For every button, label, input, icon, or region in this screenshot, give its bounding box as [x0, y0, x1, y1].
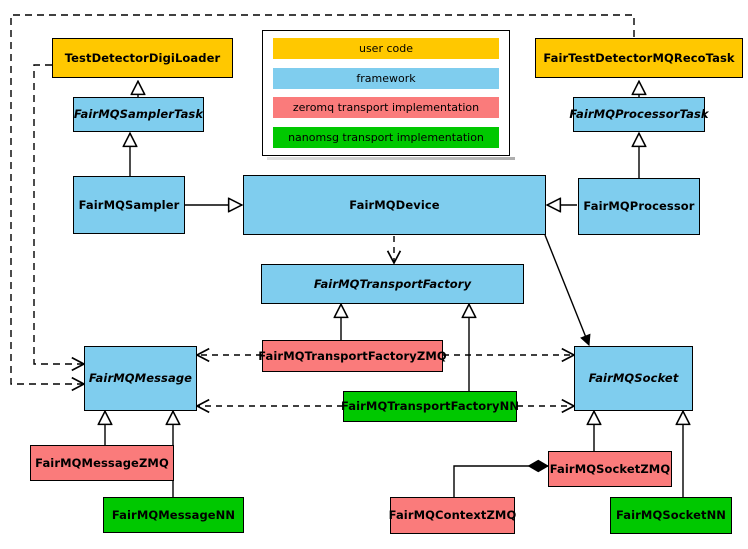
legend-item-nanomsg: nanomsg transport implementation — [273, 126, 499, 148]
class-label-fair-mq-sampler: FairMQSampler — [78, 197, 180, 212]
class-box-fair-mq-transport-factory-zmq[interactable]: FairMQTransportFactoryZMQ — [258, 340, 447, 372]
class-label-fair-mq-transport-factory: FairMQTransportFactory — [313, 276, 472, 291]
class-box-fair-mq-transport-factory[interactable]: FairMQTransportFactory — [261, 264, 524, 304]
class-box-fair-mq-sampler[interactable]: FairMQSampler — [73, 176, 185, 234]
class-label-fair-mq-sampler-task: FairMQSamplerTask — [73, 107, 204, 122]
class-label-fair-mq-device: FairMQDevice — [349, 197, 440, 212]
class-box-fair-mq-sampler-task[interactable]: FairMQSamplerTask — [73, 97, 204, 132]
legend-label-user-code: user code — [358, 42, 414, 55]
class-box-fair-mq-socket[interactable]: FairMQSocket — [574, 346, 693, 411]
class-label-fair-mq-processor-task: FairMQProcessorTask — [569, 107, 709, 122]
class-label-fair-mq-socket-nn: FairMQSocketNN — [615, 508, 727, 523]
class-box-fair-mq-device[interactable]: FairMQDevice — [243, 175, 546, 235]
class-label-fair-mq-context-zmq: FairMQContextZMQ — [388, 508, 517, 523]
class-label-fair-test-detector-mq-reco-task: FairTestDetectorMQRecoTask — [543, 50, 735, 65]
class-label-fair-mq-message-nn: FairMQMessageNN — [111, 507, 236, 522]
legend-label-framework: framework — [356, 71, 416, 85]
class-box-fair-mq-context-zmq[interactable]: FairMQContextZMQ — [388, 497, 517, 534]
class-label-fair-mq-socket-zmq: FairMQSocketZMQ — [549, 461, 671, 476]
class-box-fair-mq-socket-zmq[interactable]: FairMQSocketZMQ — [548, 451, 672, 487]
class-label-fair-mq-message: FairMQMessage — [88, 371, 193, 386]
class-box-test-detector-digi-loader[interactable]: TestDetectorDigiLoader — [52, 38, 233, 78]
class-label-test-detector-digi-loader: TestDetectorDigiLoader — [64, 50, 221, 65]
legend-label-nanomsg: nanomsg transport implementation — [288, 130, 484, 144]
class-label-fair-mq-transport-factory-nn: FairMQTransportFactoryNN — [340, 399, 520, 414]
legend-item-framework: framework — [273, 67, 499, 89]
class-box-fair-mq-processor-task[interactable]: FairMQProcessorTask — [569, 97, 709, 132]
class-label-fair-mq-processor: FairMQProcessor — [583, 199, 695, 214]
class-box-fair-mq-message[interactable]: FairMQMessage — [84, 346, 197, 411]
legend-item-zeromq: zeromq transport implementation — [273, 97, 499, 119]
class-box-fair-mq-transport-factory-nn[interactable]: FairMQTransportFactoryNN — [340, 391, 520, 422]
class-box-fair-mq-socket-nn[interactable]: FairMQSocketNN — [610, 497, 732, 534]
class-label-fair-mq-transport-factory-zmq: FairMQTransportFactoryZMQ — [258, 348, 447, 363]
class-box-fair-mq-message-nn[interactable]: FairMQMessageNN — [103, 497, 244, 533]
legend-item-user-code: user code — [273, 38, 499, 59]
class-box-fair-mq-message-zmq[interactable]: FairMQMessageZMQ — [30, 445, 174, 481]
class-box-fair-mq-processor[interactable]: FairMQProcessor — [578, 178, 700, 235]
legend-panel: user code framework zeromq transport imp… — [262, 30, 515, 160]
legend-label-zeromq: zeromq transport implementation — [292, 101, 480, 115]
class-label-fair-mq-socket: FairMQSocket — [588, 371, 679, 386]
class-label-fair-mq-message-zmq: FairMQMessageZMQ — [35, 455, 169, 470]
class-box-fair-test-detector-mq-reco-task[interactable]: FairTestDetectorMQRecoTask — [535, 38, 743, 78]
